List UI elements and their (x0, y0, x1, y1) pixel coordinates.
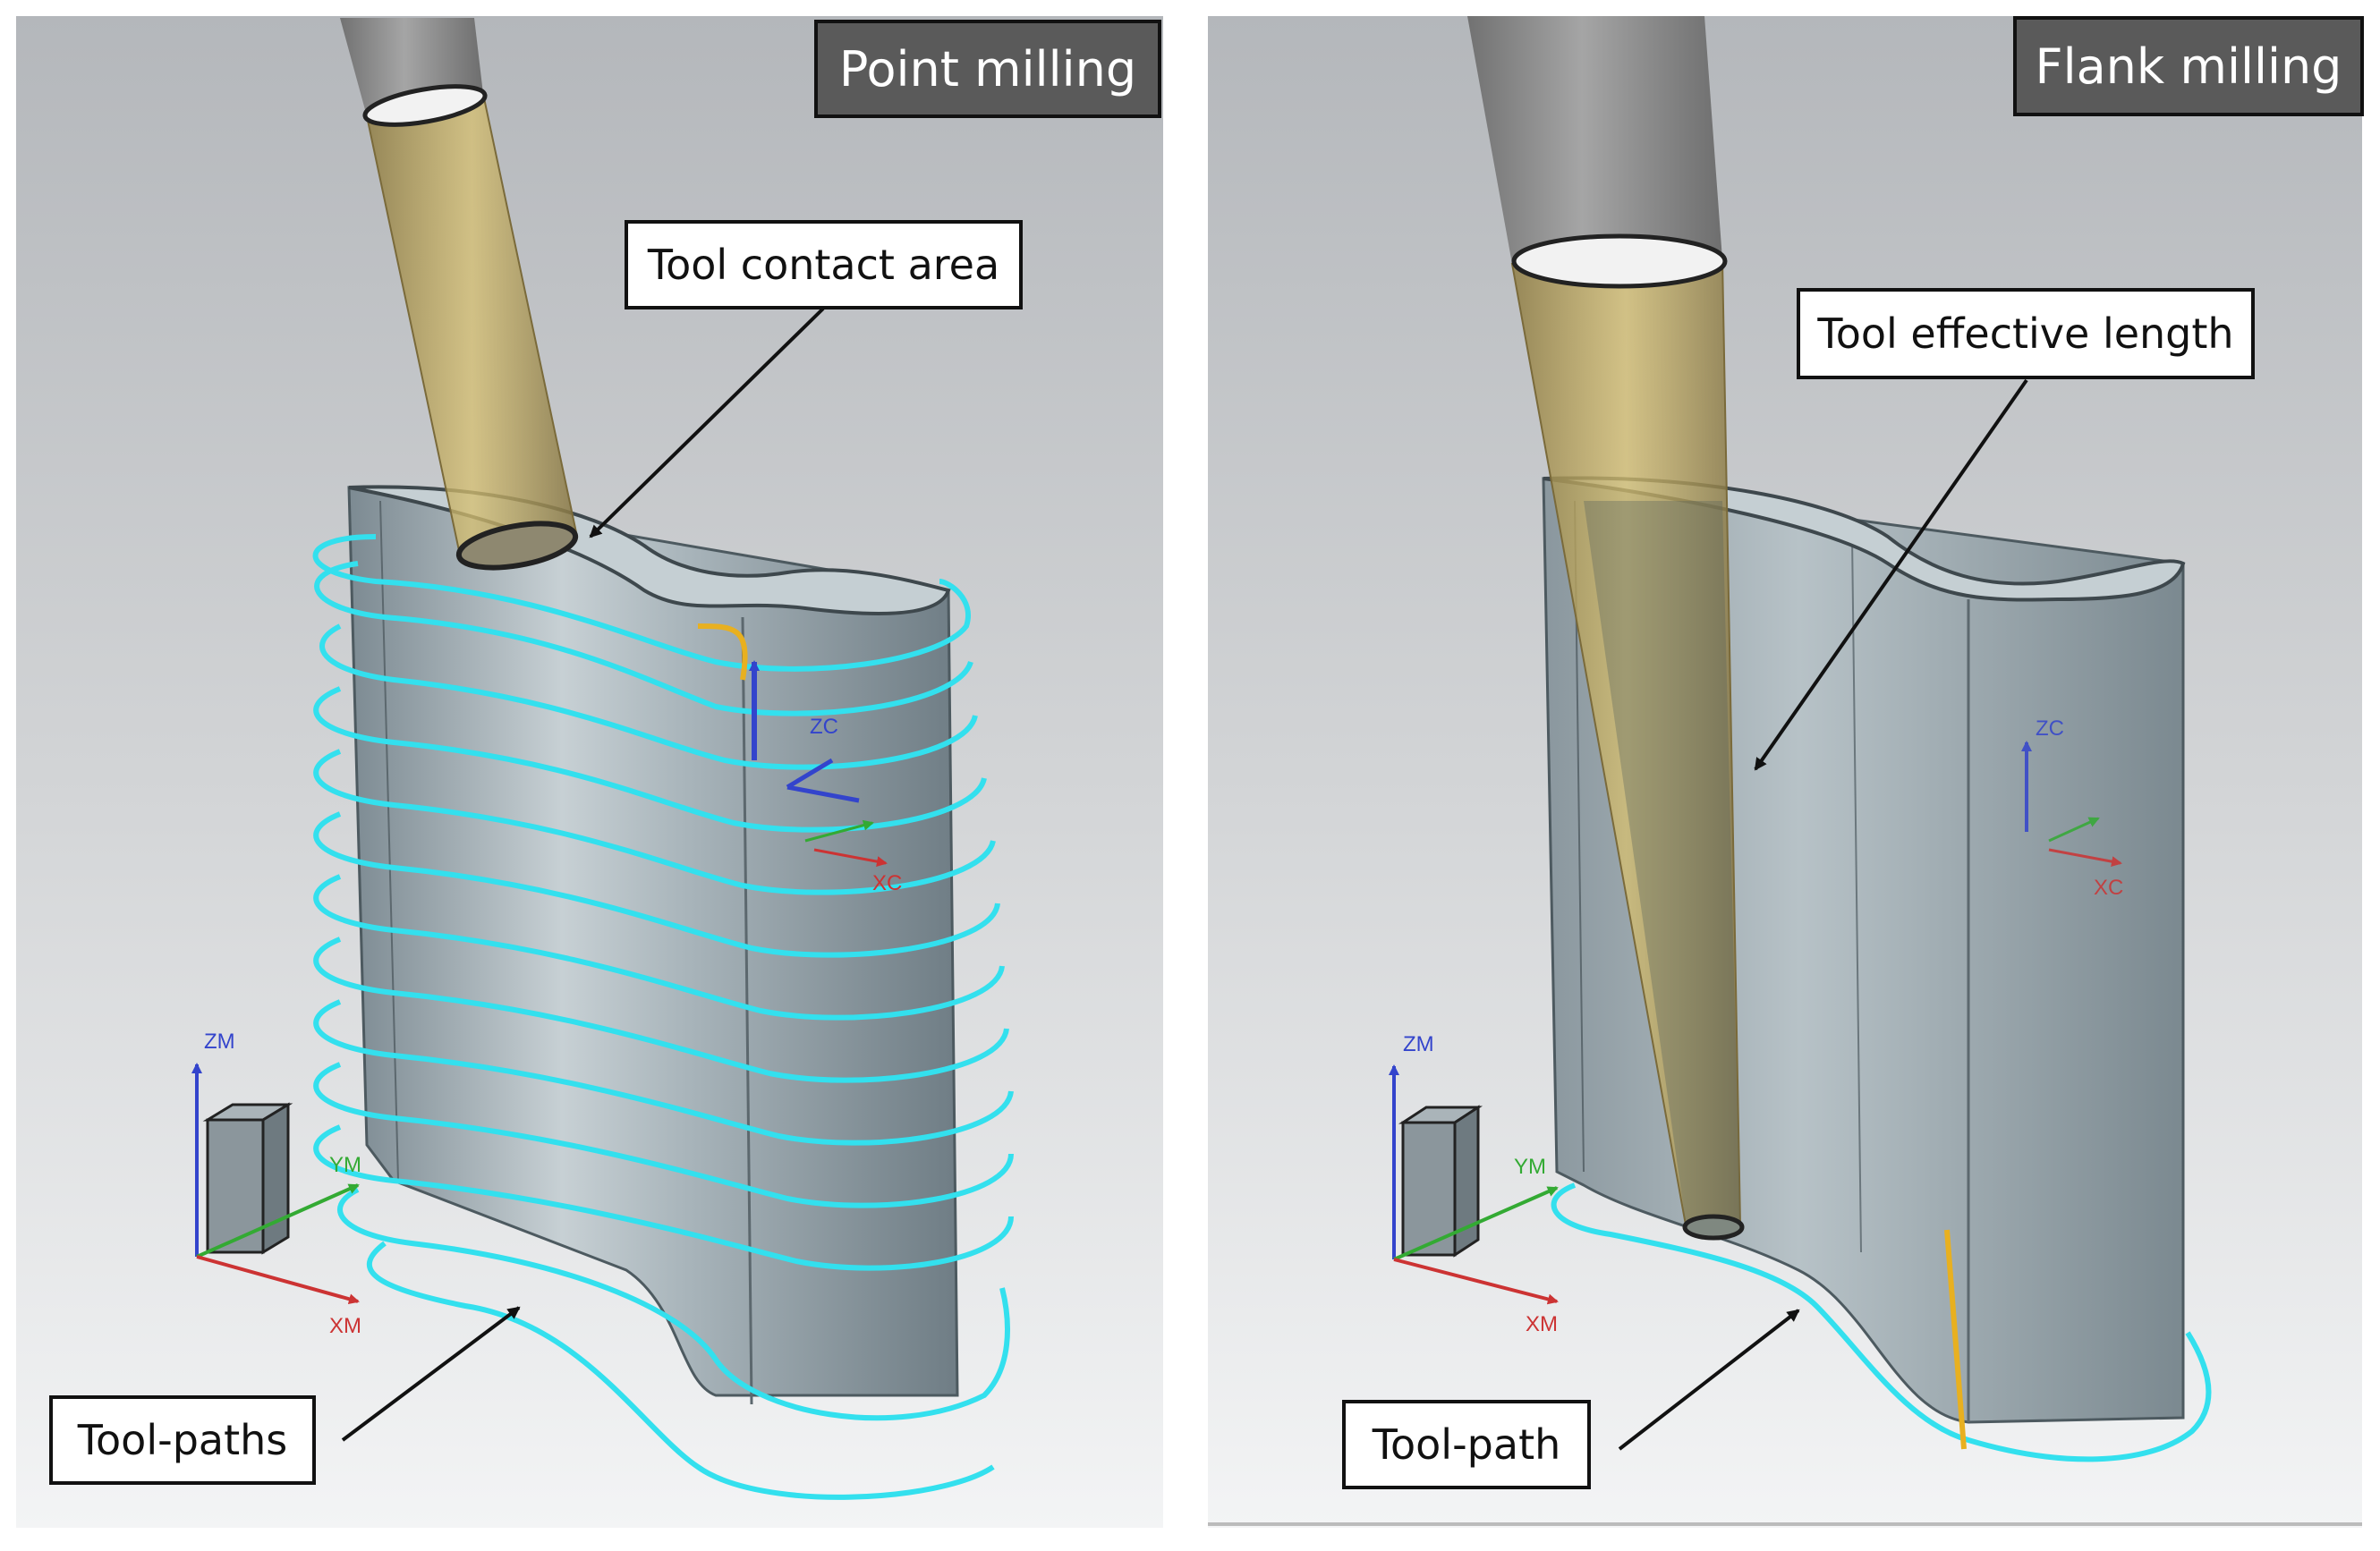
work-csys: ZC XC (749, 660, 902, 895)
xc-axis-label: XC (2094, 876, 2123, 900)
zc-axis-label: ZC (810, 715, 838, 739)
panel-title-flank-milling: Flank milling (2013, 16, 2364, 116)
callout-tool-path: Tool-path (1342, 1400, 1591, 1489)
contact-area-arrow (589, 307, 825, 538)
contact-marker (697, 623, 748, 681)
zc-axis-label: ZC (2036, 716, 2064, 741)
toolpaths-arrow (341, 1306, 521, 1442)
callout-tool-paths: Tool-paths (49, 1395, 316, 1485)
toolpaths (312, 534, 1014, 1500)
point-milling-tool (340, 18, 579, 571)
ym-axis-label: YM (1514, 1155, 1546, 1179)
machine-csys: ZM YM XM (191, 1030, 361, 1338)
toolpath (1551, 1182, 2212, 1462)
tool-axis-marker (1944, 1229, 1967, 1450)
callout-tool-contact-area: Tool contact area (625, 220, 1023, 309)
work-csys: ZC XC (2021, 716, 2123, 900)
zm-axis-label: ZM (1403, 1032, 1434, 1056)
effective-length-arrow (1754, 378, 2028, 771)
zm-axis-label: ZM (204, 1030, 235, 1054)
xc-axis-label: XC (872, 871, 902, 895)
panel-title-point-milling: Point milling (814, 20, 1161, 118)
machine-csys: ZM YM XM (1389, 1032, 1559, 1336)
ym-axis-label: YM (329, 1153, 361, 1177)
xm-axis-label: XM (329, 1314, 361, 1338)
panel-flank-milling: ZC XC ZM YM XM (1208, 16, 2362, 1528)
callout-tool-effective-length: Tool effective length (1797, 288, 2255, 379)
toolpath-arrow (1618, 1309, 1800, 1451)
xm-axis-label: XM (1526, 1312, 1558, 1336)
flank-milling-tool (1467, 16, 1745, 1241)
